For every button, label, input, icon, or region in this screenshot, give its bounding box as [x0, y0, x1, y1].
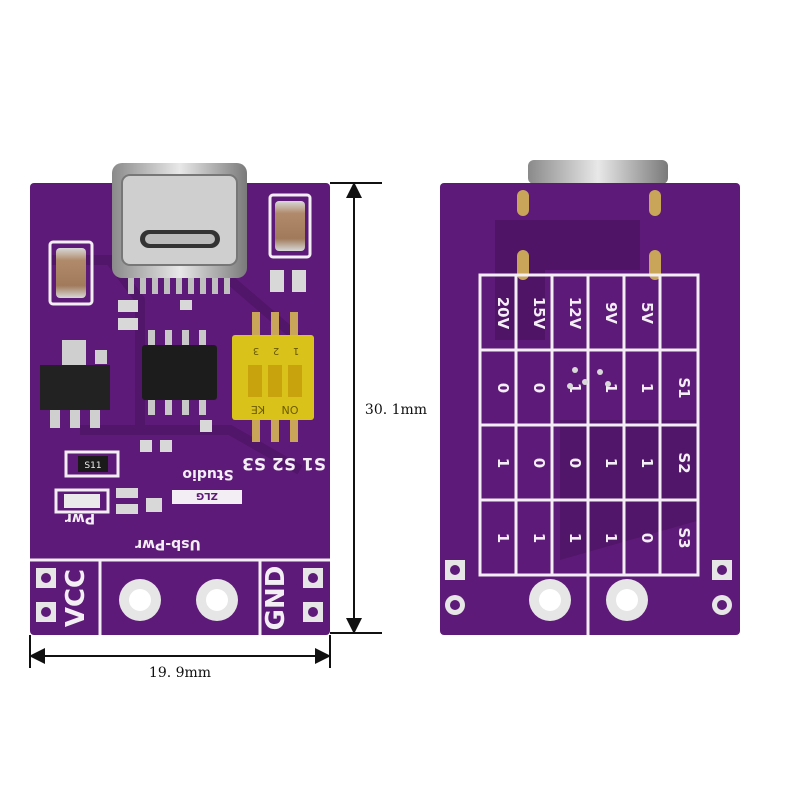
table-cell: 1 — [494, 458, 512, 468]
table-cell: 1 — [638, 383, 656, 393]
voltage-table-grid — [478, 273, 700, 577]
table-cell: 1 — [566, 383, 584, 393]
usb-c-connector — [112, 163, 247, 294]
usb-pwr-label: Usb-Pwr — [135, 536, 201, 552]
brand-label: ZLG — [196, 490, 218, 501]
front-board: 1 2 3 ON KE S11 Pwr Usb-Pwr S1 S2 S3 Stu… — [30, 163, 330, 635]
voltage-header-15v: 15V — [530, 297, 548, 330]
table-cell: 1 — [530, 533, 548, 543]
table-cell: 0 — [566, 458, 584, 468]
studio-label: Studio — [182, 466, 234, 482]
dip-number-3: 3 — [253, 345, 259, 356]
table-cell: 0 — [530, 458, 548, 468]
table-cell: 0 — [530, 383, 548, 393]
resistor: S11 — [64, 450, 120, 478]
gnd-label: GND — [261, 566, 291, 631]
switch-label-s3: S3 — [675, 527, 693, 548]
table-cell: 0 — [638, 533, 656, 543]
capacitor-left — [48, 240, 94, 306]
dip-on-label: ON — [282, 403, 299, 416]
dip-ke-label: KE — [251, 403, 265, 416]
voltage-header-5v: 5V — [638, 302, 656, 324]
switch-label-s2: S2 — [675, 452, 693, 473]
vcc-label: VCC — [61, 569, 91, 627]
controller-chip — [142, 330, 217, 415]
voltage-header-12v: 12V — [566, 297, 584, 330]
front-pads — [36, 568, 323, 622]
voltage-regulator — [40, 340, 110, 428]
voltage-header-9v: 9V — [602, 302, 620, 324]
voltage-table-values: 0 0 1 1 1 1 0 0 1 1 1 1 1 1 0 — [494, 383, 656, 543]
pwr-label: Pwr — [65, 510, 95, 526]
voltage-header-20v: 20V — [494, 297, 512, 330]
table-cell: 1 — [494, 533, 512, 543]
width-label: 19. 9mm — [149, 665, 211, 681]
back-pads — [445, 560, 732, 621]
capacitor-right — [268, 193, 312, 259]
switch-label-s1: S1 — [675, 377, 693, 398]
table-cell: 1 — [638, 458, 656, 468]
switch-label: S1 S2 S3 — [242, 453, 326, 473]
resistor-code: S11 — [84, 461, 101, 471]
power-led — [54, 488, 110, 514]
table-cell: 0 — [494, 383, 512, 393]
table-cell: 1 — [602, 383, 620, 393]
table-cell: 1 — [602, 533, 620, 543]
table-cell: 1 — [602, 458, 620, 468]
dip-switch: 1 2 3 ON KE — [232, 312, 314, 442]
brand-logo — [172, 490, 242, 504]
height-label: 30. 1mm — [365, 402, 427, 418]
table-cell: 1 — [566, 533, 584, 543]
height-dimension: 30. 1mm — [330, 182, 434, 634]
dip-number-2: 2 — [273, 345, 279, 356]
back-board: 20V 15V 12V 9V 5V S1 S2 S3 0 0 1 1 1 1 0… — [440, 160, 740, 635]
dip-number-1: 1 — [293, 345, 299, 356]
width-dimension: 19. 9mm — [29, 635, 331, 681]
